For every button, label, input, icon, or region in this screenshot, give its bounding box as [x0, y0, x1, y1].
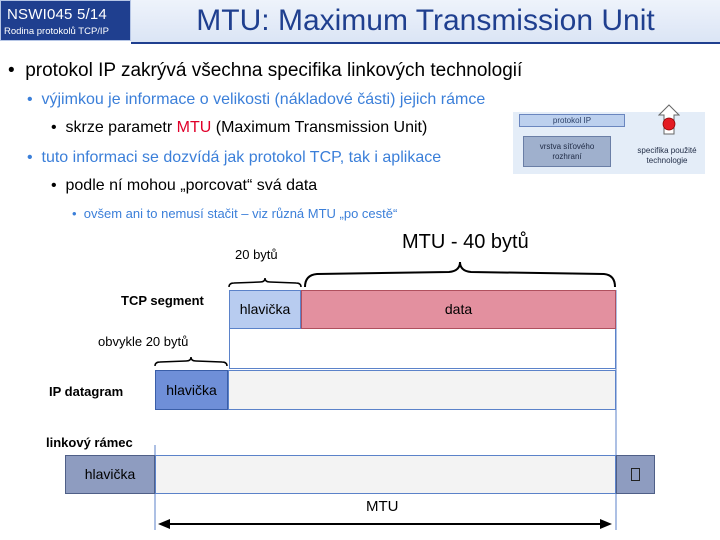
tcp-header-box: hlavička — [229, 290, 301, 329]
bullet-l4: • ovšem ani to nemusí stačit – viz různá… — [72, 206, 397, 221]
mini-ip-layer: protokol IP — [519, 114, 625, 127]
layer-mini-diagram: protokol IP vrstva síťového rozhraní spe… — [513, 104, 705, 174]
bullet-l3a-pre: skrze parametr — [65, 119, 177, 136]
tcp-header-brace — [228, 277, 302, 288]
course-badge: NSWI045 5/14 Rodina protokolů TCP/IP — [0, 0, 131, 41]
bullet-l2a-text: výjimkou je informace o velikosti (nákla… — [41, 91, 486, 108]
link-frame-label: linkový rámec — [46, 435, 133, 450]
mtu-arrow-right-head — [600, 519, 612, 529]
ip-header-brace — [154, 356, 228, 367]
tcp-segment-outline — [229, 329, 616, 369]
mini-spec-label: specifika použité technologie — [637, 146, 697, 165]
bullet-l4-text: ovšem ani to nemusí stačit – viz různá M… — [83, 206, 398, 221]
tcp-header-size-label: 20 bytů — [235, 247, 278, 262]
ip-datagram-label: IP datagram — [49, 384, 124, 399]
mini-link-layer: vrstva síťového rozhraní — [523, 136, 611, 167]
ip-payload-box — [228, 370, 616, 410]
bullet-l3a-mtu: MTU — [176, 119, 212, 136]
frame-header-box: hlavička — [65, 455, 155, 494]
mtu-label: MTU — [366, 498, 399, 515]
tcp-data-box: data — [301, 290, 616, 329]
bullet-l3a: • skrze parametr MTU (Maximum Transmissi… — [51, 119, 427, 137]
bullet-dot: • — [51, 119, 66, 136]
bullet-l1-text: protokol IP zakrývá všechna specifika li… — [25, 60, 523, 81]
bullet-l2b-text: tuto informaci se dozvídá jak protokol T… — [41, 149, 442, 166]
bullet-dot: • — [27, 91, 42, 108]
course-code: NSWI045 5/14 — [7, 6, 107, 23]
bullet-l3b: • podle ní mohou „porcovat“ svá data — [51, 177, 317, 195]
course-subtitle: Rodina protokolů TCP/IP — [4, 26, 109, 37]
bullet-dot: • — [51, 177, 66, 194]
frame-payload-box — [155, 455, 616, 494]
ip-header-size-label: obvykle 20 bytů — [98, 334, 189, 349]
bullet-l2a: • výjimkou je informace o velikosti (nák… — [27, 91, 485, 109]
bullet-l2b: • tuto informaci se dozvídá jak protokol… — [27, 149, 441, 167]
bullet-dot: • — [8, 60, 26, 81]
bullet-dot: • — [27, 149, 42, 166]
mini-link-text: vrstva síťového rozhraní — [539, 141, 595, 161]
ip-header-box: hlavička — [155, 370, 228, 410]
title-bar: MTU: Maximum Transmission Unit — [131, 0, 720, 44]
mtu-minus-40-label: MTU - 40 bytů — [402, 231, 529, 253]
bullet-l1: • protokol IP zakrývá všechna specifika … — [8, 60, 522, 82]
page-title: MTU: Maximum Transmission Unit — [196, 4, 655, 37]
mtu-40-brace — [304, 261, 616, 288]
bullet-dot: • — [72, 206, 84, 221]
bullet-l3a-post: (Maximum Transmission Unit) — [211, 119, 428, 136]
trailer-box-icon — [631, 468, 640, 482]
frame-trailer-box — [616, 455, 655, 494]
stop-arrow-icon — [658, 104, 680, 135]
tcp-segment-label: TCP segment — [121, 293, 204, 308]
bullet-l3b-text: podle ní mohou „porcovat“ svá data — [65, 177, 318, 194]
mtu-arrow-left-head — [158, 519, 170, 529]
